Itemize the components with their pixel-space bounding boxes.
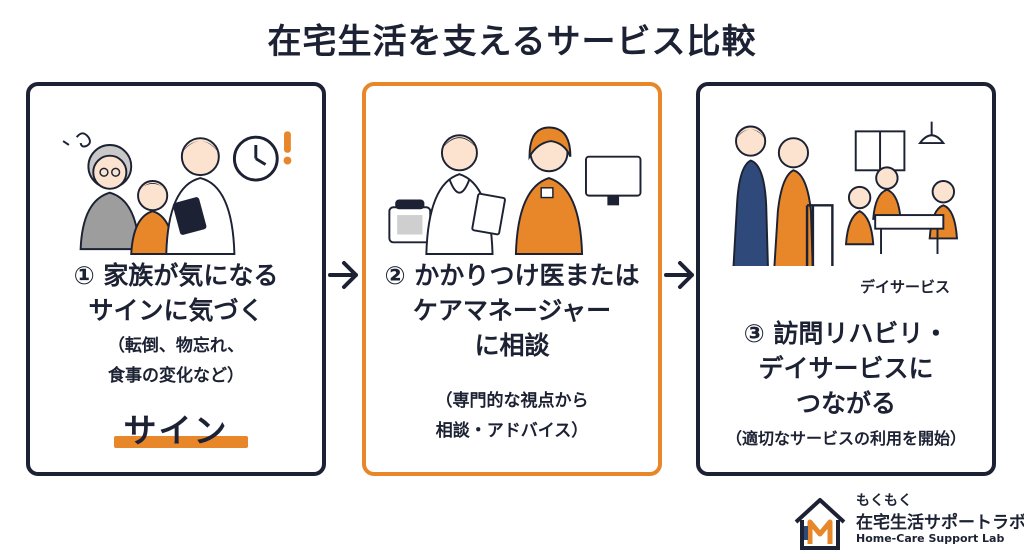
clipboard-icon bbox=[471, 192, 506, 236]
keyword-underline bbox=[114, 436, 248, 448]
father-figure bbox=[165, 137, 236, 255]
care-manager-figure bbox=[514, 126, 584, 255]
step-1-heading-line2: サインに気づく bbox=[88, 296, 264, 325]
step-2-heading-line3: に相談 bbox=[474, 331, 550, 360]
lamp-icon bbox=[918, 121, 946, 145]
step-2-note-line1: （専門的な視点から bbox=[435, 391, 589, 411]
dizzy-icon bbox=[62, 132, 91, 148]
page-title: 在宅生活を支えるサービス比較 bbox=[267, 22, 757, 62]
arrow-right-icon bbox=[664, 261, 694, 289]
arrow-right-icon bbox=[328, 261, 358, 289]
consultation-illustration bbox=[388, 126, 642, 255]
rehab-dayservice-illustration bbox=[732, 121, 959, 266]
step-3-heading-line2: デイサービスに bbox=[758, 354, 934, 383]
logo-english-name: Home-Care Support Lab bbox=[856, 532, 1005, 545]
logo-name-line2: 在宅生活サポートラボ bbox=[856, 513, 1024, 533]
day-service-label: デイサービス bbox=[859, 278, 950, 296]
brand-logo: もくもく 在宅生活サポートラボ Home-Care Support Lab bbox=[790, 490, 1024, 554]
house-logo-icon bbox=[794, 498, 846, 550]
step-1-heading-line1: ① 家族が気になる bbox=[73, 261, 279, 290]
step-1-note-line2: 食事の変化など） bbox=[108, 366, 244, 386]
grandmother-figure bbox=[79, 144, 141, 251]
monitor-icon bbox=[585, 155, 642, 206]
step-2-heading-line2: ケアマネージャー bbox=[412, 296, 612, 325]
step-3-note-line1: （適切なサービスの利用を開始） bbox=[725, 429, 966, 448]
step-card-2: ② かかりつけ医または ケアマネージャー に相談 （専門的な視点から 相談・アド… bbox=[362, 82, 662, 476]
step-2-heading-line1: ② かかりつけ医または bbox=[384, 261, 640, 290]
step-3-heading-line3: つながる bbox=[795, 389, 896, 418]
day-service-group bbox=[844, 166, 959, 254]
window-icon bbox=[854, 130, 906, 172]
clock-icon bbox=[232, 135, 279, 182]
step-card-3: デイサービス ③ 訪問リハビリ・ デイサービスに つながる （適切なサービスの利… bbox=[696, 82, 996, 476]
step-3-heading-line1: ③ 訪問リハビリ・ bbox=[743, 319, 949, 348]
logo-name-line1: もくもく bbox=[856, 493, 912, 509]
step-2-note-line2: 相談・アドバイス） bbox=[435, 421, 589, 441]
step-card-1: ① 家族が気になる サインに気づく （転倒、物忘れ、 食事の変化など） サイン bbox=[26, 82, 326, 476]
step-1-note-line1: （転倒、物忘れ、 bbox=[107, 336, 245, 356]
exclamation-icon bbox=[283, 131, 292, 165]
step-1-keyword: サイン bbox=[123, 411, 229, 450]
telephone-icon bbox=[388, 199, 432, 244]
family-illustration bbox=[62, 131, 292, 255]
caregiver-figure bbox=[732, 125, 769, 266]
elderly-walker-figure bbox=[773, 137, 834, 266]
child-figure bbox=[130, 180, 176, 255]
